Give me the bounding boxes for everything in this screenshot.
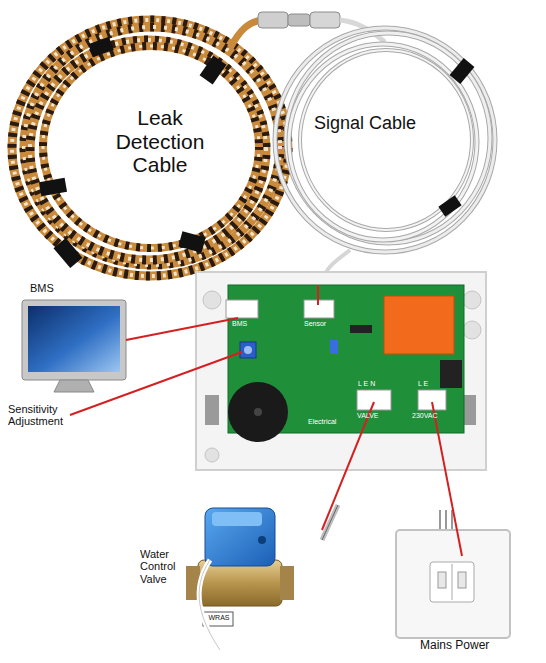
text-label: Signal Cable <box>314 113 464 133</box>
text-label: Leak Detection Cable <box>100 106 220 177</box>
bms-monitor <box>22 300 126 392</box>
text-label: Mains Power <box>420 639 510 652</box>
text-label: VALVE <box>357 412 397 420</box>
text-label: BMS <box>30 282 90 294</box>
water-valve <box>186 505 338 650</box>
control-enclosure <box>196 272 486 470</box>
text-label: 230VAC <box>412 412 462 420</box>
text-label: BMS <box>232 320 262 328</box>
text-label: Electrical <box>308 418 358 426</box>
leak-cable-coil <box>12 20 288 276</box>
signal-cable-coil <box>275 28 495 290</box>
text-label: L E N <box>358 380 398 388</box>
mains-switch <box>396 510 510 638</box>
text-label: Water Control Valve <box>140 548 195 585</box>
text-label: L E <box>418 380 448 388</box>
leader-lines <box>70 285 462 556</box>
text-label: WRAS <box>204 614 234 622</box>
text-label: Sensor <box>304 320 344 328</box>
text-label: Sensitivity Adjustment <box>8 403 88 428</box>
